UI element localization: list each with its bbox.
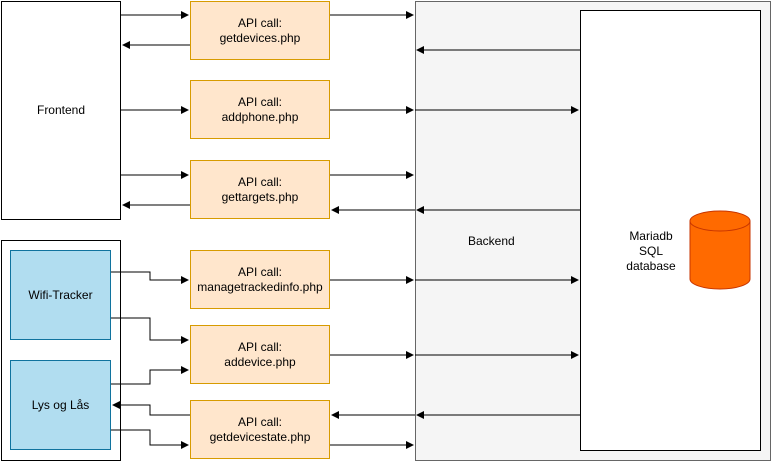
wifi-tracker-box: Wifi-Tracker [10, 250, 111, 340]
api-call-addevice: API call: addevice.php [190, 325, 330, 384]
api-call-getdevicestate: API call: getdevicestate.php [190, 400, 330, 459]
api-call-gettargets: API call: gettargets.php [190, 160, 330, 219]
arrow-wifi-to-managetrackedinfo [111, 271, 189, 284]
api-call-title: API call: [237, 264, 282, 279]
arrow-lys-to-getdevicestate [111, 429, 189, 449]
api-call-endpoint: getdevices.php [219, 30, 301, 45]
arrow-getdevicestate-to-lys [112, 401, 190, 416]
api-call-endpoint: managetrackedinfo.php [197, 279, 323, 294]
api-call-endpoint: gettargets.php [221, 189, 299, 204]
wifi-tracker-label: Wifi-Tracker [28, 287, 93, 302]
database-label: Mariadb SQL database [626, 229, 676, 273]
api-call-addphone: API call: addphone.php [190, 80, 330, 139]
api-call-title: API call: [237, 15, 282, 30]
api-call-title: API call: [237, 339, 282, 354]
api-call-endpoint: addevice.php [224, 354, 296, 369]
api-call-title: API call: [237, 174, 282, 189]
api-call-title: API call: [237, 94, 282, 109]
api-call-getdevices: API call: getdevices.php [190, 1, 330, 60]
backend-label: Backend [468, 234, 515, 248]
frontend-box: Frontend [1, 1, 121, 220]
lys-og-las-box: Lys og Lås [10, 360, 111, 450]
frontend-label: Frontend [36, 103, 86, 117]
lys-og-las-label: Lys og Lås [31, 397, 90, 412]
arrow-lys-to-addevice [111, 366, 189, 385]
api-call-title: API call: [237, 414, 282, 429]
arrow-wifi-to-addevice [111, 317, 189, 344]
database-icon [689, 210, 751, 290]
api-call-endpoint: getdevicestate.php [209, 429, 311, 444]
api-call-endpoint: addphone.php [221, 109, 299, 124]
api-call-managetrackedinfo: API call: managetrackedinfo.php [190, 250, 330, 309]
